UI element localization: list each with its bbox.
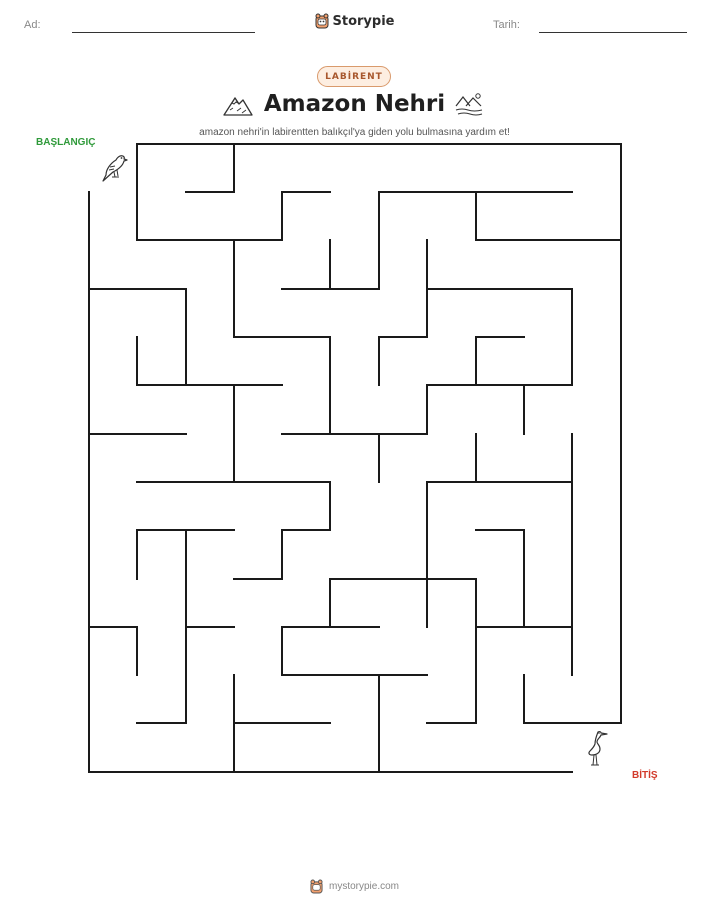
page-title: Amazon Nehri [263,91,446,117]
start-label: BAŞLANGIÇ [36,137,96,148]
bird-icon [102,155,128,182]
category-badge: LABİRENT [317,66,391,87]
instructions: amazon nehri'in labirentten balıkçıl'ya … [199,127,510,138]
footer-site: mystorypie.com [328,881,399,892]
storypie-mascot-icon [310,879,323,894]
heron-icon [588,730,608,766]
date-write-line [539,32,687,33]
name-label: Ad: [24,19,41,31]
footer: mystorypie.com [0,879,709,894]
date-label: Tarih: [493,19,520,31]
name-write-line [72,32,255,33]
brand-name: Storypie [332,13,395,29]
brand-logo: Storypie [0,13,709,29]
river-landscape-icon [455,93,483,116]
end-label: BİTİŞ [632,770,658,781]
storypie-mascot-icon [315,13,328,29]
mountain-icon [223,97,253,116]
